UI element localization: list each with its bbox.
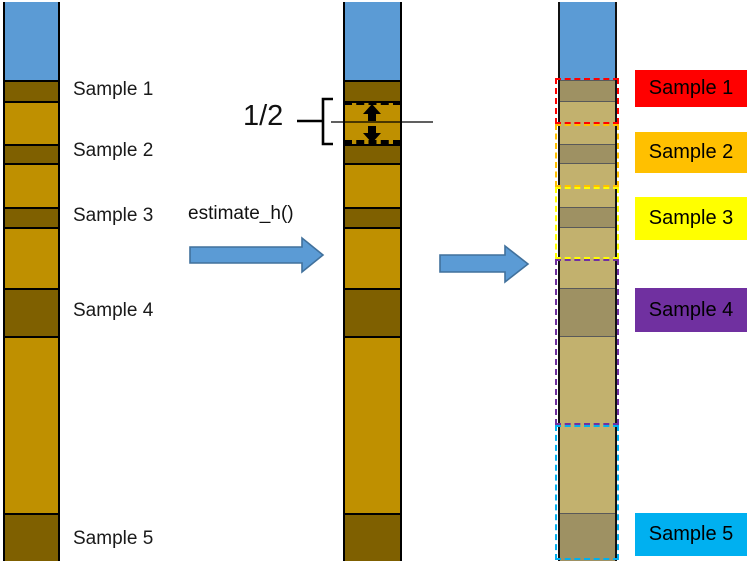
legend-sample-1: Sample 1 bbox=[635, 70, 747, 107]
core-segment bbox=[5, 207, 58, 227]
legend-sample-3: Sample 3 bbox=[635, 197, 747, 240]
legend-sample-3-label: Sample 3 bbox=[648, 207, 734, 229]
legend-sample-4-label: Sample 4 bbox=[648, 298, 734, 321]
core-segment bbox=[345, 2, 400, 80]
half-height-label: 1/2 bbox=[243, 100, 284, 132]
core-segment bbox=[5, 227, 58, 288]
legend-sample-5-label: Sample 5 bbox=[648, 523, 734, 545]
sample-2-label: Sample 2 bbox=[73, 140, 154, 161]
sample-3-label: Sample 3 bbox=[73, 205, 154, 226]
core-segment bbox=[5, 2, 58, 80]
core-segment bbox=[560, 288, 615, 336]
core-segment bbox=[560, 2, 615, 80]
sample-4-label: Sample 4 bbox=[73, 300, 154, 321]
legend-sample-1-label: Sample 1 bbox=[648, 77, 734, 99]
core-segment bbox=[560, 207, 615, 227]
sample-2-region-outline bbox=[555, 124, 619, 187]
core-column-estimated bbox=[343, 2, 402, 561]
sample-1-region-outline bbox=[555, 78, 619, 124]
half-height-dashed-box bbox=[344, 101, 401, 144]
core-segment bbox=[345, 513, 400, 561]
core-segment bbox=[5, 288, 58, 336]
core-segment bbox=[560, 513, 615, 561]
core-segment bbox=[5, 163, 58, 207]
sample-3-region-outline bbox=[555, 187, 619, 259]
estimate-step-arrow-icon bbox=[189, 236, 325, 274]
core-column-original bbox=[3, 2, 60, 561]
sample-5-region-outline bbox=[555, 425, 619, 560]
core-segment bbox=[5, 513, 58, 561]
core-segment bbox=[345, 144, 400, 163]
legend-sample-4: Sample 4 bbox=[635, 288, 747, 332]
core-segment bbox=[345, 288, 400, 336]
sample-1-label: Sample 1 bbox=[73, 79, 154, 100]
core-segment bbox=[345, 227, 400, 288]
estimate-h-function-label: estimate_h() bbox=[188, 203, 294, 224]
legend-sample-5: Sample 5 bbox=[635, 513, 747, 556]
core-segment bbox=[560, 80, 615, 101]
core-segment bbox=[5, 101, 58, 144]
sample-5-label: Sample 5 bbox=[73, 528, 154, 549]
core-segment bbox=[5, 144, 58, 163]
core-segment bbox=[5, 80, 58, 101]
core-segment bbox=[560, 144, 615, 163]
core-segment bbox=[345, 163, 400, 207]
core-segment bbox=[5, 336, 58, 513]
legend-sample-2: Sample 2 bbox=[635, 132, 747, 173]
half-height-bracket bbox=[297, 97, 333, 146]
legend-sample-2-label: Sample 2 bbox=[648, 141, 734, 163]
core-segment bbox=[345, 207, 400, 227]
shade-step-arrow-icon bbox=[439, 244, 530, 284]
core-segment bbox=[345, 80, 400, 101]
sample-4-region-outline bbox=[555, 259, 619, 425]
core-segment bbox=[345, 336, 400, 513]
